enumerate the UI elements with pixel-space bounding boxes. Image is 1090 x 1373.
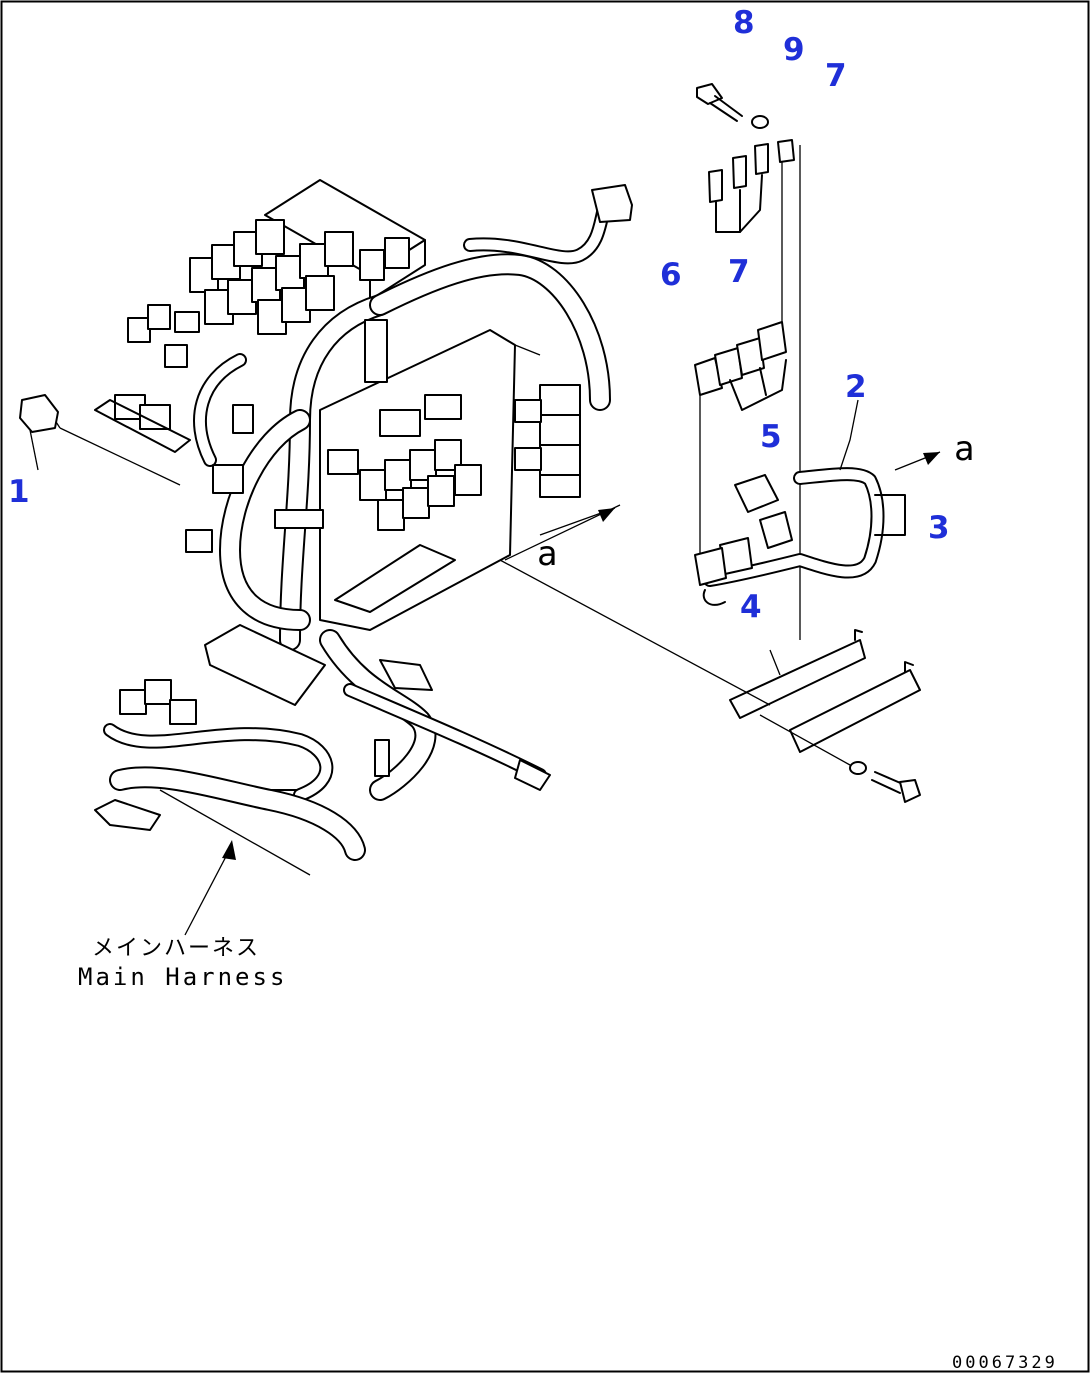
sub-harness-connector [734,474,779,513]
terminal [777,139,795,163]
main-harness-label-en: Main Harness [78,963,287,991]
relay [714,347,743,386]
bolt-top [696,83,723,105]
main-harness-arrow [184,840,236,936]
terminal [754,143,769,175]
lower-connector [119,689,147,715]
washer-bottom [849,761,867,775]
panel-cutout [334,544,456,613]
sub-harness-connector [694,547,727,586]
view-arrow-right [894,451,941,471]
harness-clamp [374,739,390,777]
exploded-parts [694,83,921,803]
washer-top [751,115,769,129]
callout-6: 6 [660,257,682,293]
view-arrow-left [539,507,616,536]
harness-clamp [274,509,324,529]
terminal [732,155,747,189]
main-assembly [94,179,633,876]
callout-7-upper: 7 [825,58,847,94]
harness-clamp [185,529,213,553]
bolt-bottom [899,779,921,803]
relay [757,321,787,361]
lower-connector [379,659,433,691]
view-ref-a-left: a [537,534,557,574]
relay [736,337,765,376]
harness-clamp [364,319,388,383]
view-ref-a-right: a [954,429,974,469]
callout-4: 4 [740,589,762,625]
callout-9: 9 [783,32,805,68]
bracket [789,669,921,753]
drawing-number: 00067329 [952,1353,1058,1373]
bracket [729,639,866,719]
main-harness-label-jp: メインハーネス [92,936,260,961]
lower-terminal [514,759,551,791]
lower-connector [144,679,172,705]
callout-5: 5 [760,419,782,455]
lower-bracket [94,799,161,831]
terminal [708,169,723,203]
relay [694,357,723,396]
callout-8: 8 [733,5,755,41]
callout-2: 2 [845,369,867,405]
controller-unit [204,624,326,706]
callout-3: 3 [928,510,950,546]
callout-1: 1 [8,474,30,510]
right-connector-stack [514,384,581,498]
top-connector [591,184,633,223]
main-harness-bundle [193,198,612,801]
harness-clamp [212,464,244,494]
connector-item-1 [19,394,59,433]
lower-connector [169,699,197,725]
left-connector-cluster [94,304,200,453]
sub-harness-connector [759,511,793,549]
panel-relays [327,394,482,531]
callout-7-lower: 7 [728,254,750,290]
harness-clamp [232,404,254,434]
top-relay-block [189,179,426,335]
